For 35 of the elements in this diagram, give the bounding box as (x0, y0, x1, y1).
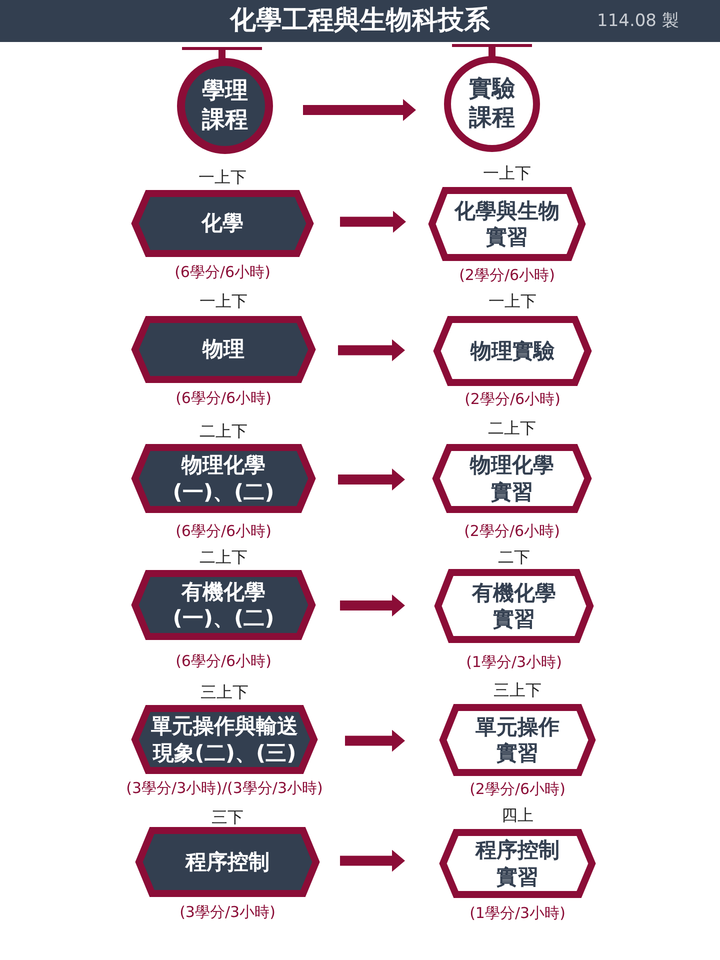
semester-label: 二上下 (200, 547, 248, 567)
credit-label: (2學分/6小時) (464, 390, 560, 408)
title: 化學工程與生物科技系 (230, 5, 490, 37)
semester-label: 二上下 (200, 421, 248, 441)
credit-label: (2學分/6小時) (470, 780, 566, 798)
semester-label: 一上下 (483, 163, 531, 183)
semester-label: 一上下 (488, 291, 536, 311)
arrow (345, 730, 405, 752)
semester-label: 二下 (498, 547, 530, 567)
credit-label: (6學分/6小時) (174, 263, 270, 281)
credit-label: (6學分/6小時) (176, 389, 272, 407)
arrow (338, 468, 405, 490)
credit-label: (1學分/3小時) (470, 904, 566, 922)
semester-label: 二上下 (488, 418, 536, 438)
credit-label: (3學分/3小時) (180, 903, 276, 921)
semester-label: 三上下 (200, 682, 248, 702)
credit-label: (2學分/6小時) (464, 522, 560, 540)
semester-label: 四上 (502, 805, 534, 825)
credit-label: (6學分/6小時) (176, 652, 272, 670)
semester-label: 三下 (212, 807, 244, 827)
arrow (338, 339, 405, 362)
semester-label: 一上下 (200, 291, 248, 311)
credit-label: (6學分/6小時) (176, 522, 272, 540)
arrow (340, 594, 405, 616)
credit-label: (2學分/6小時) (459, 266, 555, 284)
arrow (340, 850, 405, 872)
credit-label: (3學分/3小時)/(3學分/3小時) (126, 779, 323, 797)
arrow (303, 99, 416, 121)
credit-label: (1學分/3小時) (466, 653, 562, 671)
semester-label: 三上下 (494, 680, 542, 700)
semester-label: 一上下 (198, 167, 246, 187)
category-circle: 學理課程 (177, 58, 273, 154)
arrow (340, 210, 406, 233)
date-label: 114.08 製 (597, 10, 679, 32)
category-circle: 實驗課程 (444, 56, 540, 152)
